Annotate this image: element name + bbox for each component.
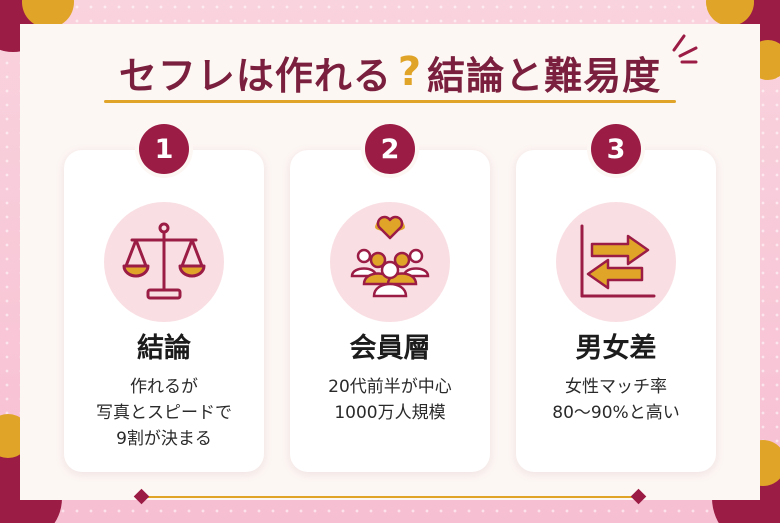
card-heading: 男女差 [575, 333, 657, 364]
card-line: 1000万人規模 [334, 403, 446, 423]
title-part-1: セフレは作れる [118, 53, 392, 98]
title-underline [104, 100, 676, 103]
card-line: 女性マッチ率 [565, 377, 667, 397]
title-part-2: 結論と難易度 [427, 53, 662, 98]
card-line: 9割が決まる [116, 429, 212, 449]
card-line: 作れるが [130, 377, 198, 397]
bottom-divider [142, 496, 638, 498]
card-line: 写真とスピードで [96, 403, 232, 423]
crowd-heart-icon [350, 215, 430, 298]
icon-circle [330, 202, 450, 322]
card-line: 20代前半が中心 [328, 377, 452, 397]
icon-circle [104, 202, 224, 322]
card-heading: 会員層 [349, 333, 431, 364]
card-description: 女性マッチ率 80〜90%と高い [516, 374, 716, 426]
card-gender-difference: 男女差 女性マッチ率 80〜90%と高い [516, 150, 716, 472]
number-badge-2: 2 [365, 124, 415, 174]
card-heading: 結論 [137, 333, 191, 364]
card-members: 会員層 20代前半が中心 1000万人規模 [290, 150, 490, 472]
title-question-mark: ? [397, 49, 422, 95]
card-line: 80〜90%と高い [552, 403, 680, 423]
number-badge-1: 1 [139, 124, 189, 174]
page-title: セフレは作れる ? 結論と難易度 [0, 44, 780, 100]
card-description: 20代前半が中心 1000万人規模 [290, 374, 490, 426]
card-conclusion: 結論 作れるが 写真とスピードで 9割が決まる [64, 150, 264, 472]
balance-scale-icon [122, 222, 206, 300]
icon-circle [556, 202, 676, 322]
sparkle-lines-icon [672, 34, 698, 64]
number-badge-3: 3 [591, 124, 641, 174]
card-description: 作れるが 写真とスピードで 9割が決まる [64, 374, 264, 452]
swap-arrows-icon [580, 224, 656, 298]
